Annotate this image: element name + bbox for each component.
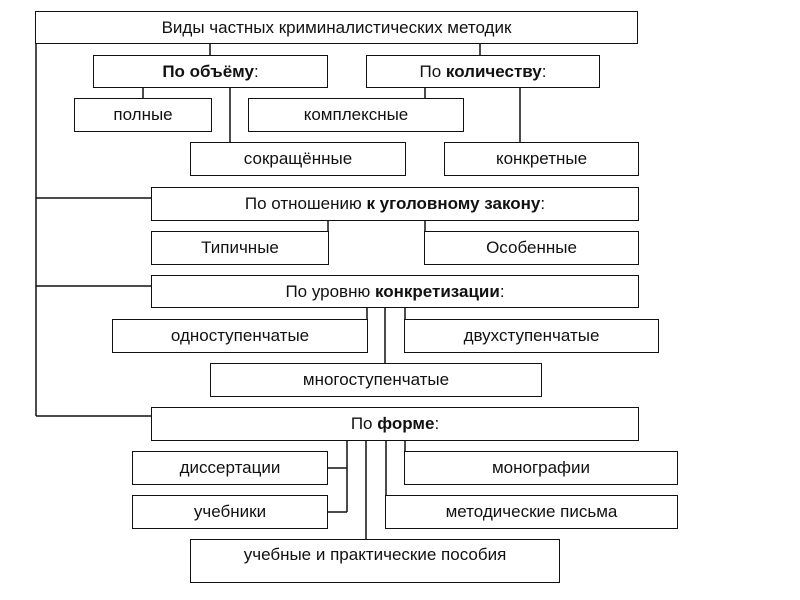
group-by-form: По форме: [151, 407, 639, 441]
diagram-title: Виды частных криминалистических методик [161, 17, 512, 37]
item-special: Особенные [424, 231, 639, 265]
item-concrete: конкретные [444, 142, 639, 176]
group-by-criminal-law-label: По отношению к уголовному закону: [244, 194, 546, 213]
group-by-concretization-level-label: По уровню конкретизации: [285, 281, 505, 301]
item-full: полные [74, 98, 212, 132]
group-by-volume: По объёму: [93, 55, 328, 88]
diagram-title-box: Виды частных криминалистических методик [35, 11, 638, 44]
item-textbooks: учебники [132, 495, 328, 529]
item-manuals: учебные и практические пособия [190, 539, 560, 583]
group-by-quantity-label: По количеству: [419, 61, 547, 81]
item-typical: Типичные [151, 231, 329, 265]
group-by-form-label: По форме: [350, 414, 440, 433]
item-methodical-letters: методические письма [385, 495, 678, 529]
group-by-quantity: По количеству: [366, 55, 600, 88]
item-dissertations: диссертации [132, 451, 328, 485]
item-multi-stage: многоступенчатые [210, 363, 542, 397]
item-complex: комплексные [248, 98, 464, 132]
group-by-concretization-level: По уровню конкретизации: [151, 275, 639, 308]
item-monographs: монографии [404, 451, 678, 485]
group-by-criminal-law: По отношению к уголовному закону: [151, 187, 639, 221]
group-by-volume-label: По объёму: [162, 61, 259, 81]
item-one-stage: одноступенчатые [112, 319, 368, 353]
item-abridged: сокращённые [190, 142, 406, 176]
item-two-stage: двухступенчатые [404, 319, 659, 353]
